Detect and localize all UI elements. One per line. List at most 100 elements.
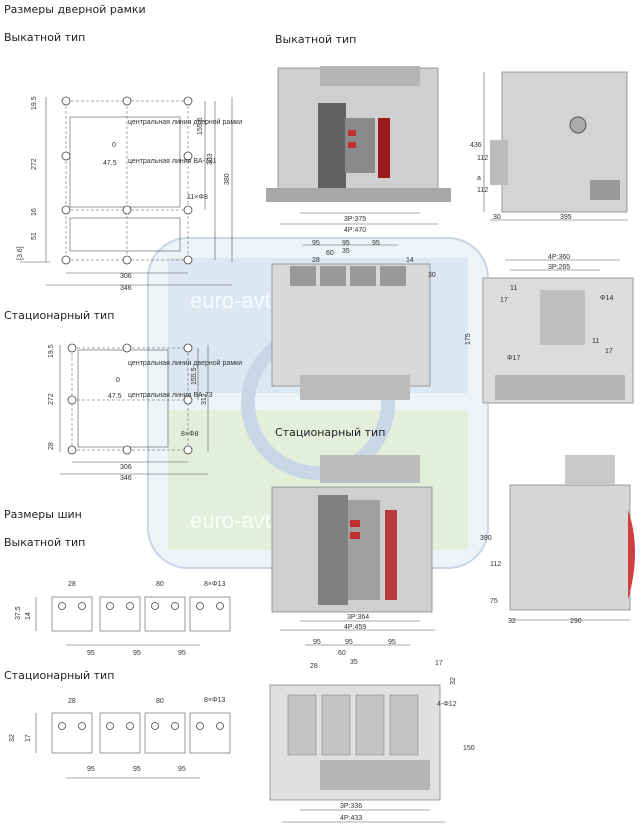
bus-drawout-dim-1: 28 (68, 581, 76, 588)
bus-stationary-dim-4: 32 (9, 734, 16, 742)
door-stationary-dim-6: 0 (116, 377, 120, 384)
drawout-front-dim-1: 3P:375 (344, 216, 366, 223)
door-stationary-dim-9: 346 (120, 475, 132, 482)
drawout-breaker-side-image (483, 71, 628, 221)
bus-drawout-dim-5: 14 (25, 612, 32, 620)
door-stationary-dim-1: 19.5 (48, 344, 55, 358)
drawout-breaker-top-image (271, 244, 431, 400)
bus-drawout-dim-8: 95 (178, 650, 186, 657)
drawout-side-dim-1: 436 (470, 142, 482, 149)
door-frame-drawout-diagram (20, 96, 233, 286)
bus-stationary-dim-3: 8×Φ13 (204, 697, 225, 704)
door-stationary-dim-3: 312 (201, 393, 208, 405)
drawout-side-dim-4: 112 (477, 187, 488, 194)
drawout-rear-dim-7: Φ17 (507, 355, 520, 362)
stat-top-dim-11: 3P:336 (340, 803, 362, 810)
door-stationary-dim-2: 155.5 (191, 367, 198, 385)
stat-top-dim-9: 4-Φ12 (437, 701, 457, 708)
stat-top-dim-8: 32 (450, 677, 457, 685)
stat-top-dim-12: 4P:433 (340, 815, 362, 822)
drawout-rear-dim-8: 11 (592, 338, 599, 345)
door-drawout-dim-12: 346 (120, 285, 132, 292)
door-drawout-dim-1: 19.5 (31, 96, 38, 110)
drawout-top-dim-7: 14 (406, 257, 414, 264)
drawout-rear-dim-2: 3P:265 (548, 264, 570, 271)
stat-top-dim-6: 28 (310, 663, 318, 670)
drawout-top-dim-4: 35 (342, 248, 350, 255)
stat-top-dim-1: 95 (313, 639, 321, 646)
drawout-rear-dim-3: 11 (510, 285, 517, 292)
bus-drawout-dim-4: 37.5 (15, 606, 22, 620)
stationary-breaker-side-image (509, 455, 635, 621)
door-stationary-dim-7: 47.5 (108, 393, 122, 400)
stationary-breaker-front-image (271, 455, 435, 631)
door-drawout-dim-7: 51 (31, 232, 38, 240)
stat-top-dim-10: 150 (463, 745, 475, 752)
drawout-side-dim-2: 112 (477, 155, 488, 162)
door-drawout-dim-5: 272 (31, 158, 38, 170)
drawout-breaker-rear-image (482, 259, 634, 404)
stat-top-dim-7: 17 (435, 660, 443, 667)
heading-draw-out-left: Выкатной тип (4, 31, 86, 44)
drawout-rear-dim-6: 175 (465, 333, 472, 345)
heading-bus-draw-out: Выкатной тип (4, 536, 86, 549)
door-stationary-note-2: центральная линия ВА-73 (128, 392, 213, 399)
bus-stationary-dim-2: 80 (156, 698, 164, 705)
heading-door-frame: Размеры дверной рамки (4, 3, 146, 16)
door-stationary-dim-8: 306 (120, 464, 132, 471)
stat-side-dim-5: 290 (570, 618, 582, 625)
door-frame-stationary-diagram (59, 343, 209, 475)
drawout-top-dim-2: 95 (342, 240, 350, 247)
bus-stationary-diagram (35, 712, 231, 779)
bus-stationary-dim-7: 95 (133, 766, 141, 773)
bus-drawout-dim-3: 8×Φ13 (204, 581, 225, 588)
door-stationary-dim-10: 8×Φ8 (181, 431, 199, 438)
heading-bus-stationary: Стационарный тип (4, 669, 115, 682)
door-drawout-dim-11: 306 (120, 273, 132, 280)
drawout-side-dim-6: 395 (560, 214, 572, 221)
stat-front-dim-2: 4P:459 (344, 624, 366, 631)
heading-stationary-right: Стационарный тип (275, 426, 386, 439)
drawout-side-dim-5: 30 (493, 214, 501, 221)
stat-top-dim-2: 95 (345, 639, 353, 646)
bus-stationary-dim-6: 95 (87, 766, 95, 773)
drawout-top-dim-6: 60 (326, 250, 334, 257)
bus-stationary-dim-8: 95 (178, 766, 186, 773)
door-drawout-dim-4: 380 (224, 173, 231, 185)
door-stationary-dim-4: 272 (48, 393, 55, 405)
bus-stationary-dim-1: 28 (68, 698, 76, 705)
stationary-breaker-top-image (269, 644, 445, 823)
drawout-front-dim-2: 4P:470 (344, 227, 366, 234)
door-drawout-dim-2: 155.5 (197, 117, 204, 135)
bus-drawout-diagram (35, 596, 231, 646)
door-drawout-dim-10: 47.5 (103, 160, 117, 167)
heading-busbars: Размеры шин (4, 508, 82, 521)
heading-draw-out-right: Выкатной тип (275, 33, 357, 46)
door-drawout-dim-13: 11×Φ8 (187, 194, 208, 201)
drawout-breaker-front-image (266, 66, 451, 225)
stat-side-dim-3: 75 (490, 598, 498, 605)
bus-drawout-dim-7: 95 (133, 650, 141, 657)
heading-stationary-left: Стационарный тип (4, 309, 115, 322)
bus-drawout-dim-6: 95 (87, 650, 95, 657)
drawout-rear-dim-5: Φ14 (600, 295, 613, 302)
stat-top-dim-3: 95 (388, 639, 396, 646)
door-drawout-dim-8: [3.6] (17, 246, 24, 260)
drawout-rear-dim-4: 17 (500, 297, 508, 304)
door-drawout-note-1: центральная линия дверной рамки (128, 118, 242, 126)
door-stationary-dim-5: 28 (48, 442, 55, 450)
bus-drawout-dim-2: 80 (156, 581, 164, 588)
stat-top-dim-5: 35 (350, 659, 358, 666)
door-drawout-dim-3: 303 (207, 153, 214, 165)
drawout-rear-dim-1: 4P:360 (548, 254, 570, 261)
door-drawout-dim-9: 0 (112, 142, 116, 149)
stat-front-dim-1: 3P:364 (347, 614, 369, 621)
bus-stationary-dim-5: 17 (25, 734, 32, 742)
drawout-rear-dim-9: 17 (605, 348, 613, 355)
stat-side-dim-4: 32 (508, 618, 516, 625)
stat-side-dim-1: 390 (480, 535, 492, 542)
drawout-top-dim-8: 30 (428, 272, 436, 279)
drawout-top-dim-5: 28 (312, 257, 320, 264)
drawout-top-dim-3: 95 (372, 240, 380, 247)
